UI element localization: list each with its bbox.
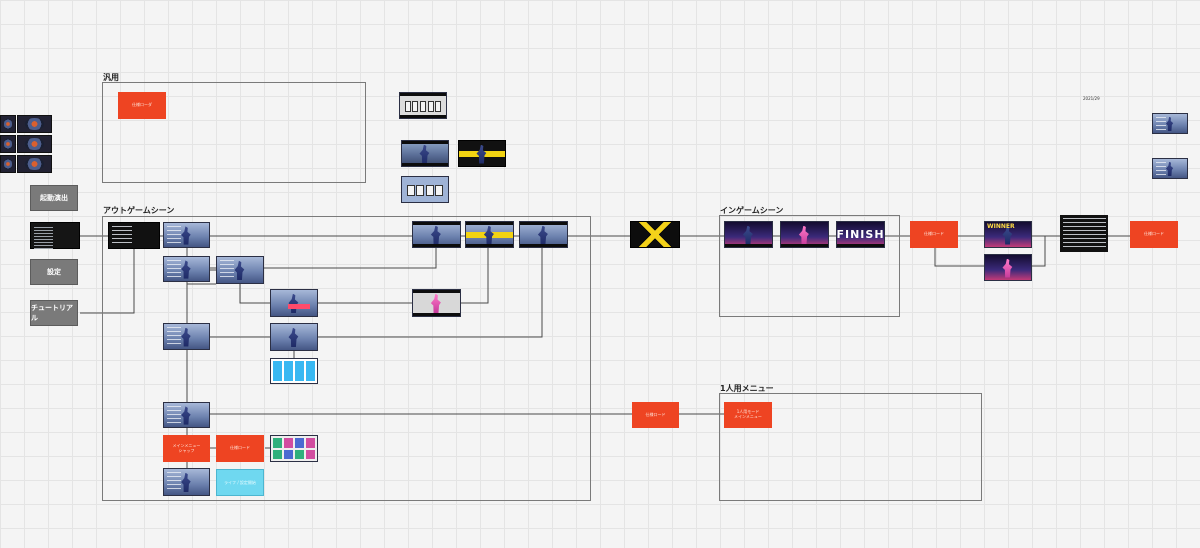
main-menu-screen (163, 222, 210, 248)
cyan-select-screen (270, 358, 318, 384)
edge (239, 284, 270, 304)
menu-screen-c (163, 323, 210, 350)
result-exit-note: 仕様ロード (1130, 221, 1178, 248)
frame-general (102, 82, 366, 183)
edge (318, 248, 543, 338)
right-thumbnail-1 (1152, 113, 1188, 134)
pink-character-screen (412, 289, 461, 317)
versus-screen-3 (519, 221, 568, 248)
thumbnail (17, 115, 52, 133)
loading-note: 仕様ロード (216, 435, 264, 462)
thumbnail (17, 155, 52, 173)
frame-outgame (102, 216, 591, 501)
versus-screen-2 (465, 221, 514, 248)
frame-outgame-title: アウトゲームシーン (103, 206, 175, 215)
right-thumbnail-2 (1152, 158, 1188, 179)
option-screen (270, 323, 318, 351)
menu-select-note: メインメニュー シャッフ (163, 435, 210, 462)
edge (461, 248, 489, 304)
startup-screen (30, 222, 80, 249)
settings-button[interactable]: 設定 (30, 259, 78, 285)
title-banner-screen (458, 140, 506, 167)
edge (1032, 236, 1046, 267)
finish-text: FINISH (836, 228, 885, 241)
menu-bridge-note: 仕様ロード (632, 402, 679, 428)
character-screen (401, 140, 449, 167)
winner-screen: WINNER (984, 221, 1032, 248)
thumbnail (0, 115, 16, 133)
menu-screen-d (163, 402, 210, 428)
menu-screen-b (216, 256, 264, 284)
finish-screen: FINISH (836, 221, 885, 248)
dialog-screen (270, 289, 318, 317)
frame-ingame (719, 215, 900, 317)
menu-screen-a (163, 256, 210, 282)
frame-single-menu (719, 393, 982, 501)
general-note: 仕様ローダ (118, 92, 166, 119)
tutorial-button[interactable]: チュートリアル (30, 300, 78, 326)
vs-splash-screen (630, 221, 680, 248)
single-menu-note: 1人用モード メインメニュー (724, 402, 772, 428)
battle-screen-1 (724, 221, 773, 248)
thumbnail (17, 135, 52, 153)
menu-screen-e (163, 468, 210, 496)
edge (934, 248, 984, 267)
startup-button[interactable]: 起動演出 (30, 185, 78, 211)
title-screen (108, 222, 160, 249)
thumbnail (0, 135, 16, 153)
frame-general-title: 汎用 (103, 73, 119, 82)
winner-text: WINNER (987, 223, 1015, 230)
thumbnail (0, 155, 16, 173)
ingame-exit-note: 仕様ロード (910, 221, 958, 248)
color-swatch-screen (270, 435, 318, 462)
result-screen (984, 254, 1032, 281)
edge (80, 248, 135, 314)
cards-screen (399, 92, 447, 119)
cards-screen-2 (401, 176, 449, 203)
versus-screen-1 (412, 221, 461, 248)
frame-ingame-title: インゲームシーン (720, 206, 784, 215)
battle-screen-2 (780, 221, 829, 248)
credits-screen (1060, 215, 1108, 252)
date-label: 2021/29 (1083, 96, 1100, 101)
start-life-button[interactable]: ライフ / 設定開始 (216, 469, 264, 496)
frame-single-menu-title: 1人用メニュー (720, 384, 774, 393)
